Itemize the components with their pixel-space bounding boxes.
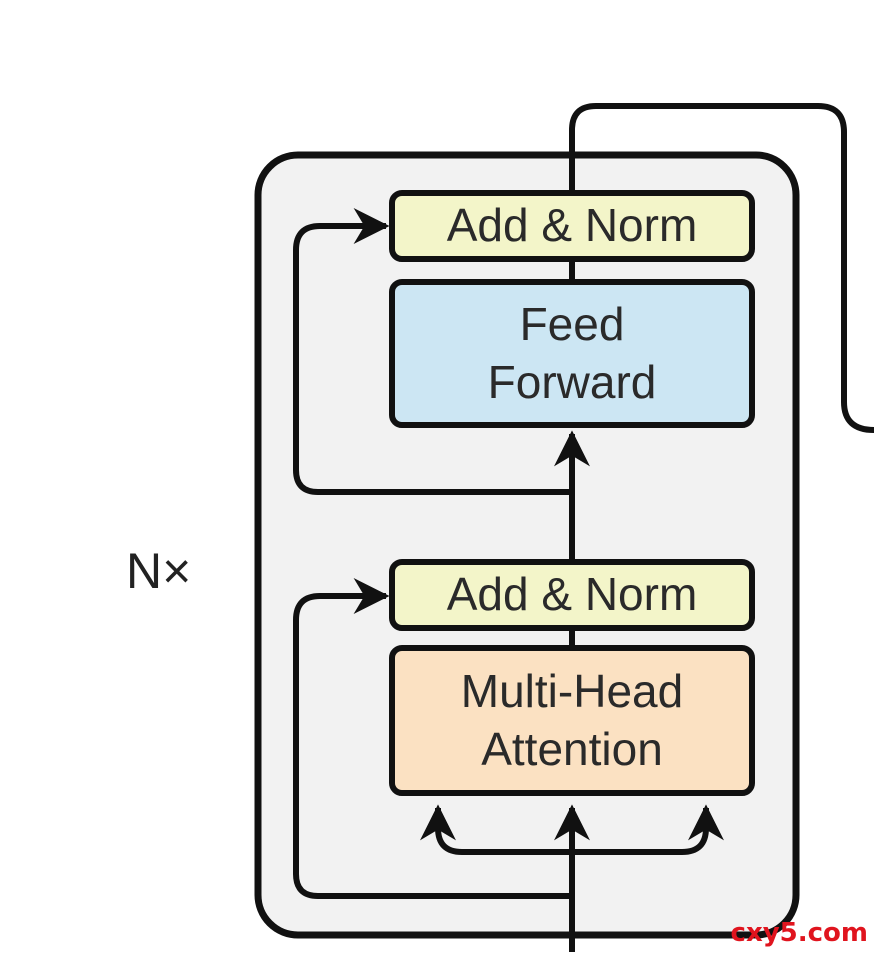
multi-head-attention-label: Multi-Head Attention	[392, 648, 752, 793]
repeat-label: N×	[126, 543, 192, 599]
residual-connection-bottom	[293, 578, 572, 899]
attention-branch-left	[420, 804, 572, 855]
add-norm-block-top	[389, 190, 755, 262]
add-norm-top-text: Add & Norm	[446, 199, 698, 252]
attention-line1: Multi-Head	[460, 665, 684, 717]
feed-forward-line1: Feed	[519, 298, 625, 350]
feed-forward-block	[389, 279, 755, 428]
encoder-layer-box	[254, 151, 800, 939]
multi-head-attention-block	[389, 645, 755, 796]
watermark-text: cxy5.com	[730, 918, 868, 948]
add-norm-bottom-text: Add & Norm	[446, 568, 698, 621]
residual-connection-top	[293, 208, 572, 495]
add-norm-block-bottom	[389, 559, 755, 631]
feed-forward-label: Feed Forward	[392, 282, 752, 425]
output-connector-line	[569, 103, 874, 433]
attention-line2: Attention	[481, 722, 663, 775]
attention-branch-right	[572, 804, 724, 855]
feed-forward-line2: Forward	[487, 355, 657, 408]
add-norm-top-label: Add & Norm	[392, 193, 752, 259]
add-norm-bottom-label: Add & Norm	[392, 562, 752, 628]
